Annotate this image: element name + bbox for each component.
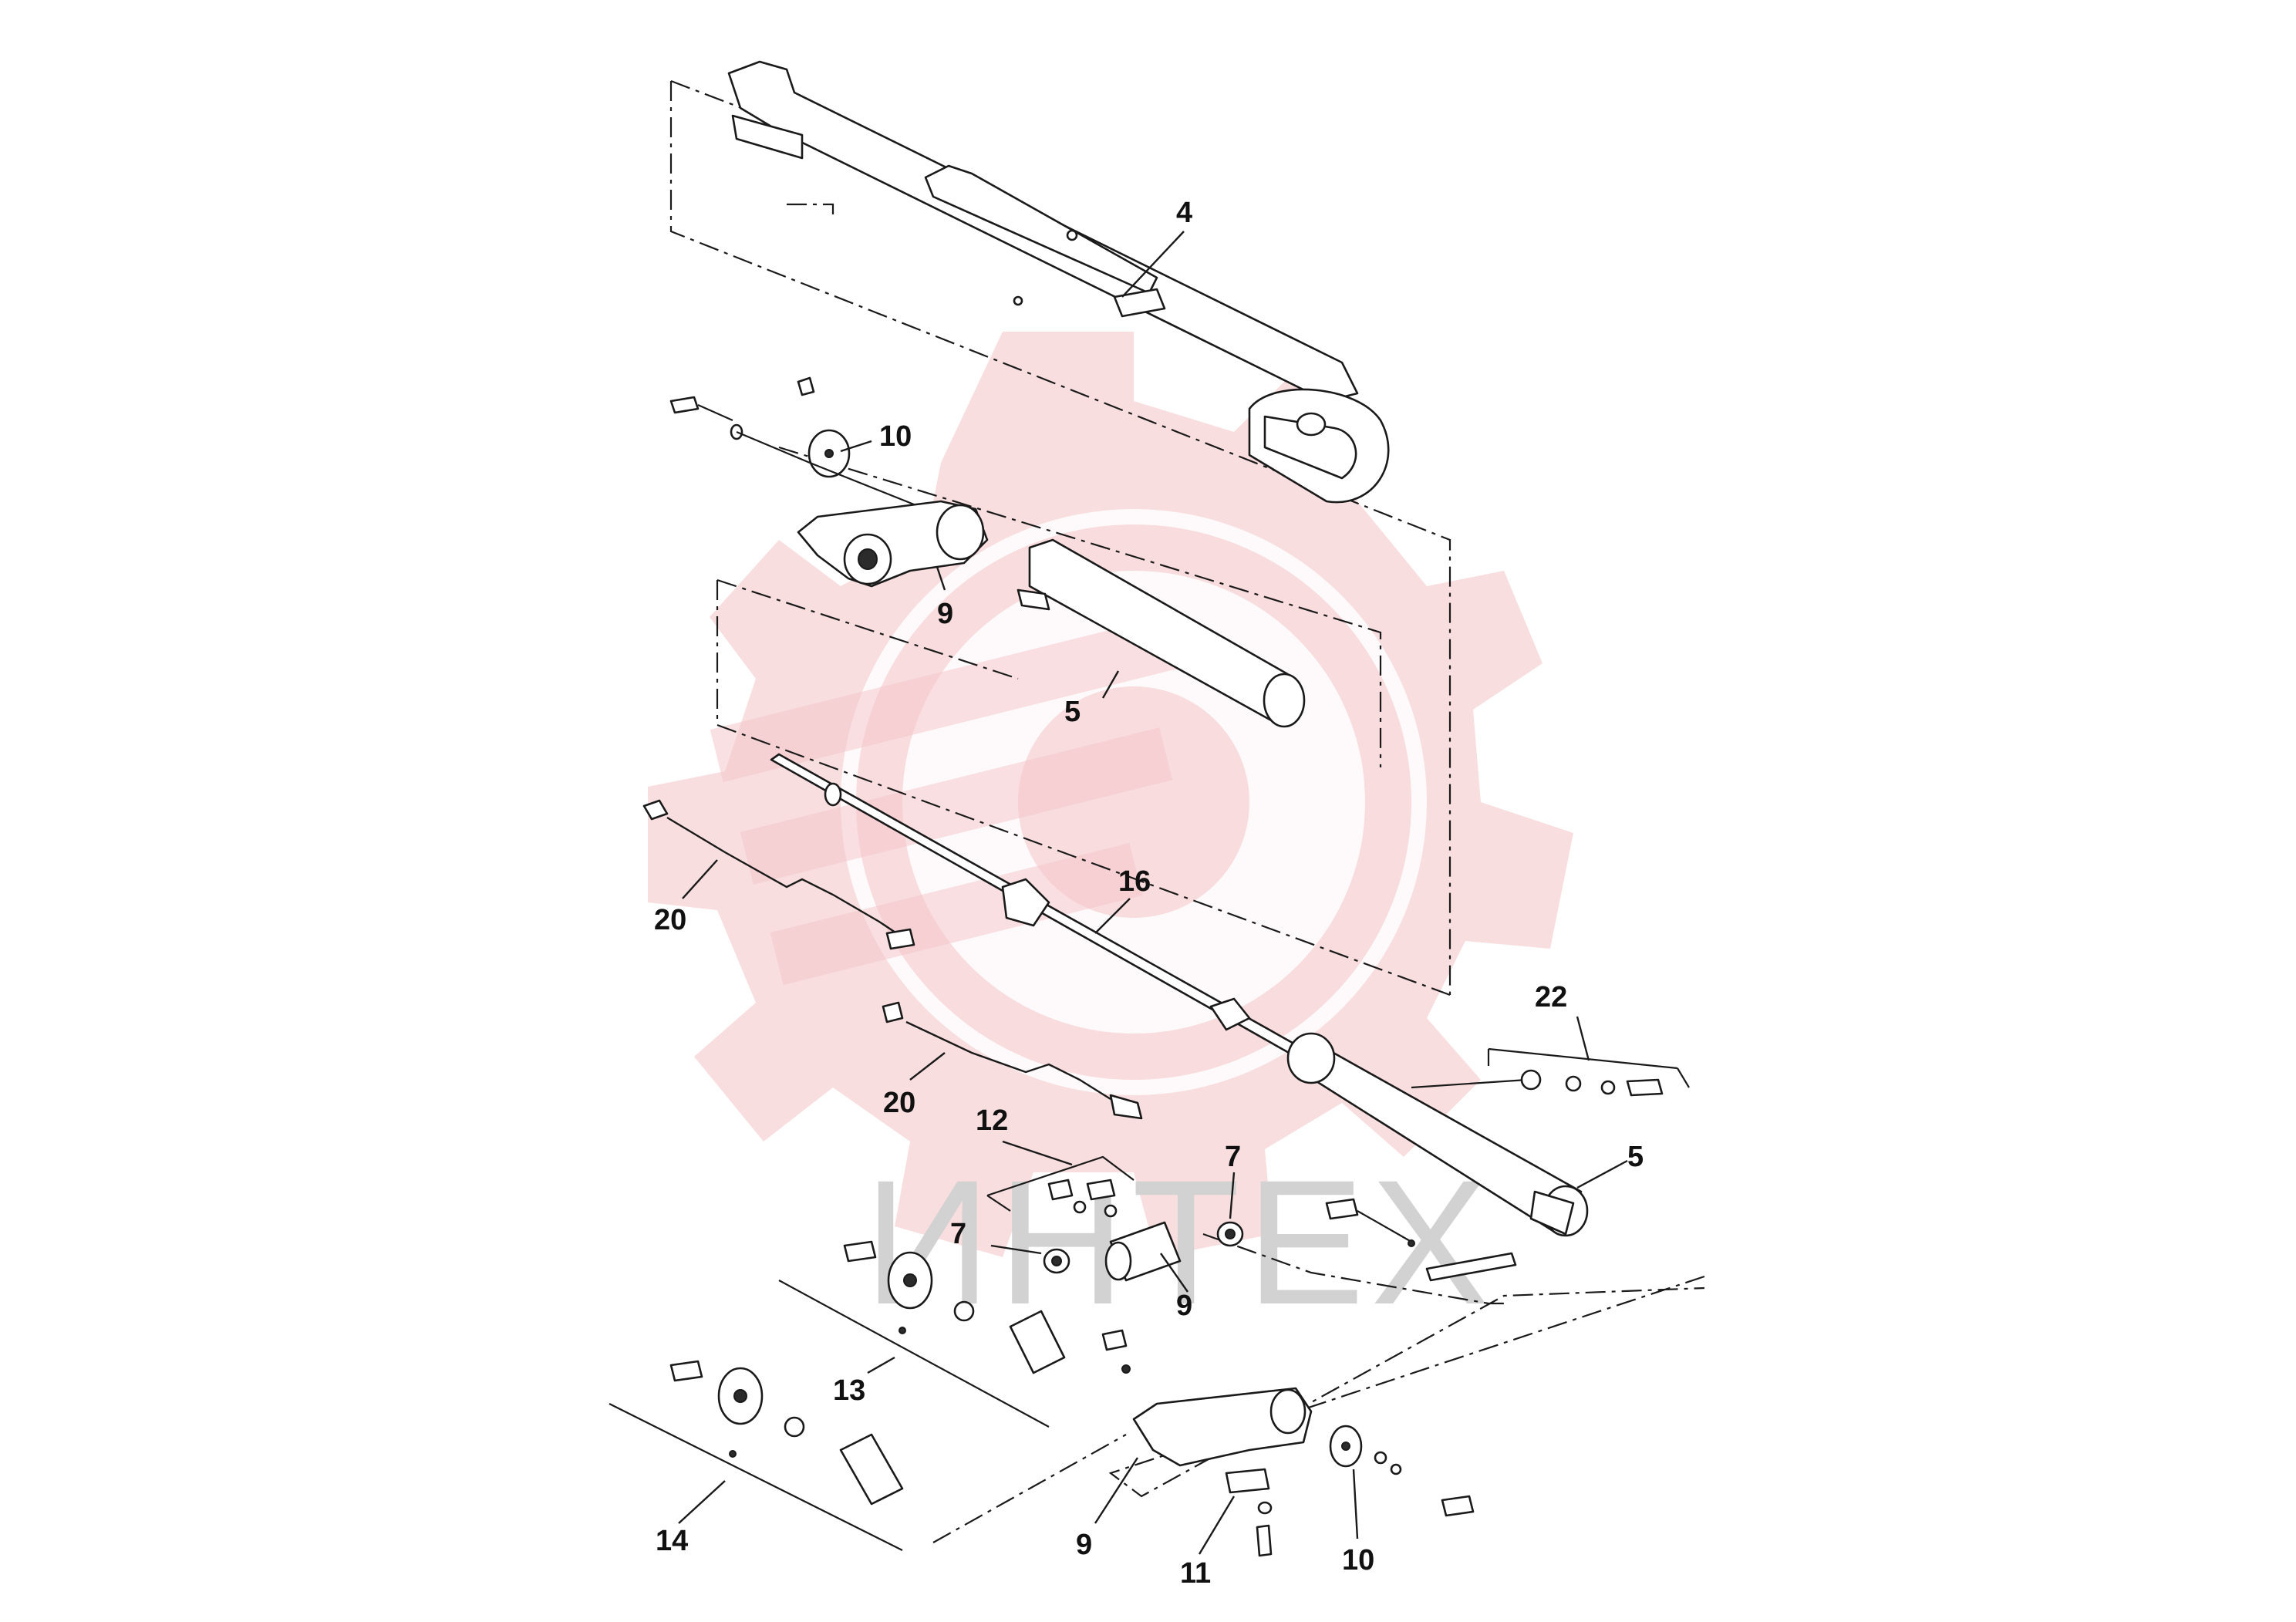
- callout-16: 16: [1118, 865, 1151, 898]
- part-22-bolt-set: [1411, 1047, 1690, 1097]
- callout-20-lower: 20: [883, 1087, 915, 1119]
- pin-assembly-right: [1325, 1198, 1517, 1282]
- part-14-roller-assembly: [609, 1360, 904, 1551]
- callout-22: 22: [1535, 981, 1567, 1013]
- part-12-bushing-group: [986, 1155, 1135, 1218]
- callout-labels: 4 10 9 5 16 20 22 20 12 5 7 7 9 13 14 9 …: [654, 197, 1644, 1590]
- part-13-roller-assembly: [778, 1240, 1066, 1428]
- part-9-housing-lower: [1101, 1329, 1313, 1467]
- part-4-main-beam: [727, 60, 1390, 504]
- callout-11: 11: [1180, 1557, 1211, 1590]
- part-20-hose-lower: [882, 1001, 1143, 1120]
- part-20-hose-upper: [642, 799, 915, 950]
- callout-4: 4: [1176, 197, 1192, 229]
- callout-20-upper: 20: [654, 904, 686, 936]
- callout-5-upper: 5: [1064, 696, 1081, 728]
- callout-9-middle: 9: [1176, 1290, 1192, 1322]
- part-5-tube-upper: [1017, 538, 1306, 728]
- callout-7-left: 7: [950, 1218, 966, 1250]
- part-10-flange-upper: [669, 376, 926, 511]
- callout-10-lower: 10: [1342, 1544, 1374, 1576]
- part-7-washer-left: [1043, 1248, 1070, 1274]
- part-11-bracket: [1225, 1468, 1273, 1557]
- part-9-housing-upper: [797, 500, 989, 588]
- callout-10-upper: 10: [879, 420, 912, 453]
- callout-7-right: 7: [1225, 1141, 1241, 1173]
- callout-12: 12: [976, 1104, 1008, 1137]
- callout-9-lower: 9: [1076, 1529, 1092, 1561]
- watermark-gear-logo: ИНТЕХ: [648, 332, 1573, 1341]
- callout-9-upper: 9: [937, 598, 953, 630]
- callout-14: 14: [656, 1525, 688, 1557]
- leader-lines: [678, 231, 1628, 1555]
- part-7-washer-right: [1216, 1221, 1244, 1247]
- part-9-bushing-middle: [1104, 1221, 1182, 1282]
- part-10-flange-lower: [1329, 1425, 1475, 1517]
- callout-5-lower: 5: [1627, 1141, 1644, 1173]
- part-5-tube-lower: [1286, 1032, 1589, 1237]
- callout-13: 13: [833, 1374, 865, 1407]
